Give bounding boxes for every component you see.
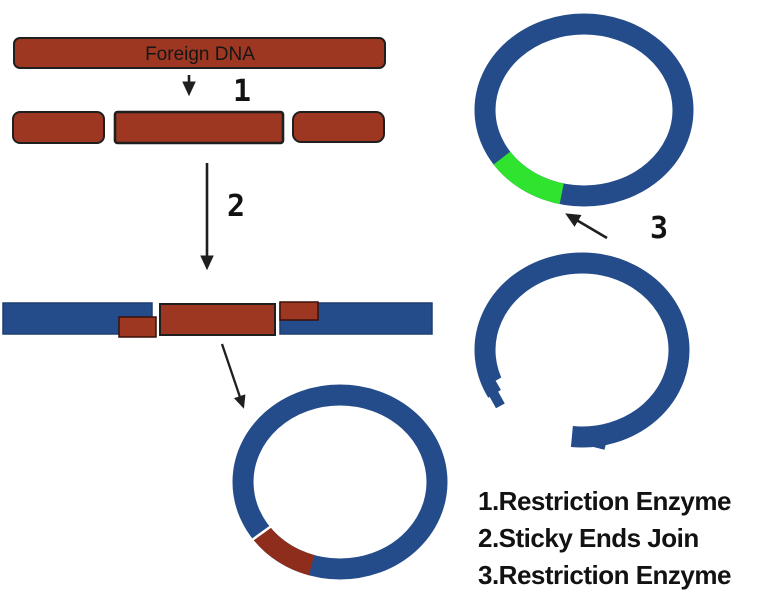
sticky-end-tail-upper [487,387,505,409]
dna-fragment-left [12,111,105,144]
foreign-dna-label: Foreign DNA [145,44,255,65]
plasmid-ring [474,13,694,207]
step1-label: 1 [233,74,251,109]
sticky-end-notch-lower [554,418,572,430]
arrow-step3 [565,213,608,240]
plasmid-ring [232,384,448,580]
legend-item-2: 2.Sticky Ends Join [478,523,699,553]
segment-seam [251,525,272,541]
insert-segment [253,526,315,576]
cut-plasmid [474,252,690,450]
plasmid-ring-open [474,252,690,448]
arrow-to-recombinant-plasmid [220,343,246,409]
dna-fragment-right [292,111,385,143]
legend-item-1: 1.Restriction Enzyme [478,486,731,516]
ligated-dna-construct [2,301,433,338]
recombinant-plasmid [232,384,448,580]
sticky-end-left [118,316,157,338]
step3-label: 3 [650,211,668,246]
cut-dna-fragments [12,110,385,145]
insert-fragment [159,303,276,336]
sticky-end-right [279,301,319,321]
dna-fragment-middle [113,110,285,145]
sticky-end-notch-upper [495,374,515,394]
legend: 1.Restriction Enzyme 2.Sticky Ends Join … [478,486,732,590]
sticky-end-tab-lower [577,434,607,450]
restriction-site-segment [493,151,565,205]
plasmid-with-restriction-site [474,13,694,207]
step2-label: 2 [227,189,245,224]
foreign-dna-bar [13,37,386,69]
legend-item-3: 3.Restriction Enzyme [478,560,731,590]
